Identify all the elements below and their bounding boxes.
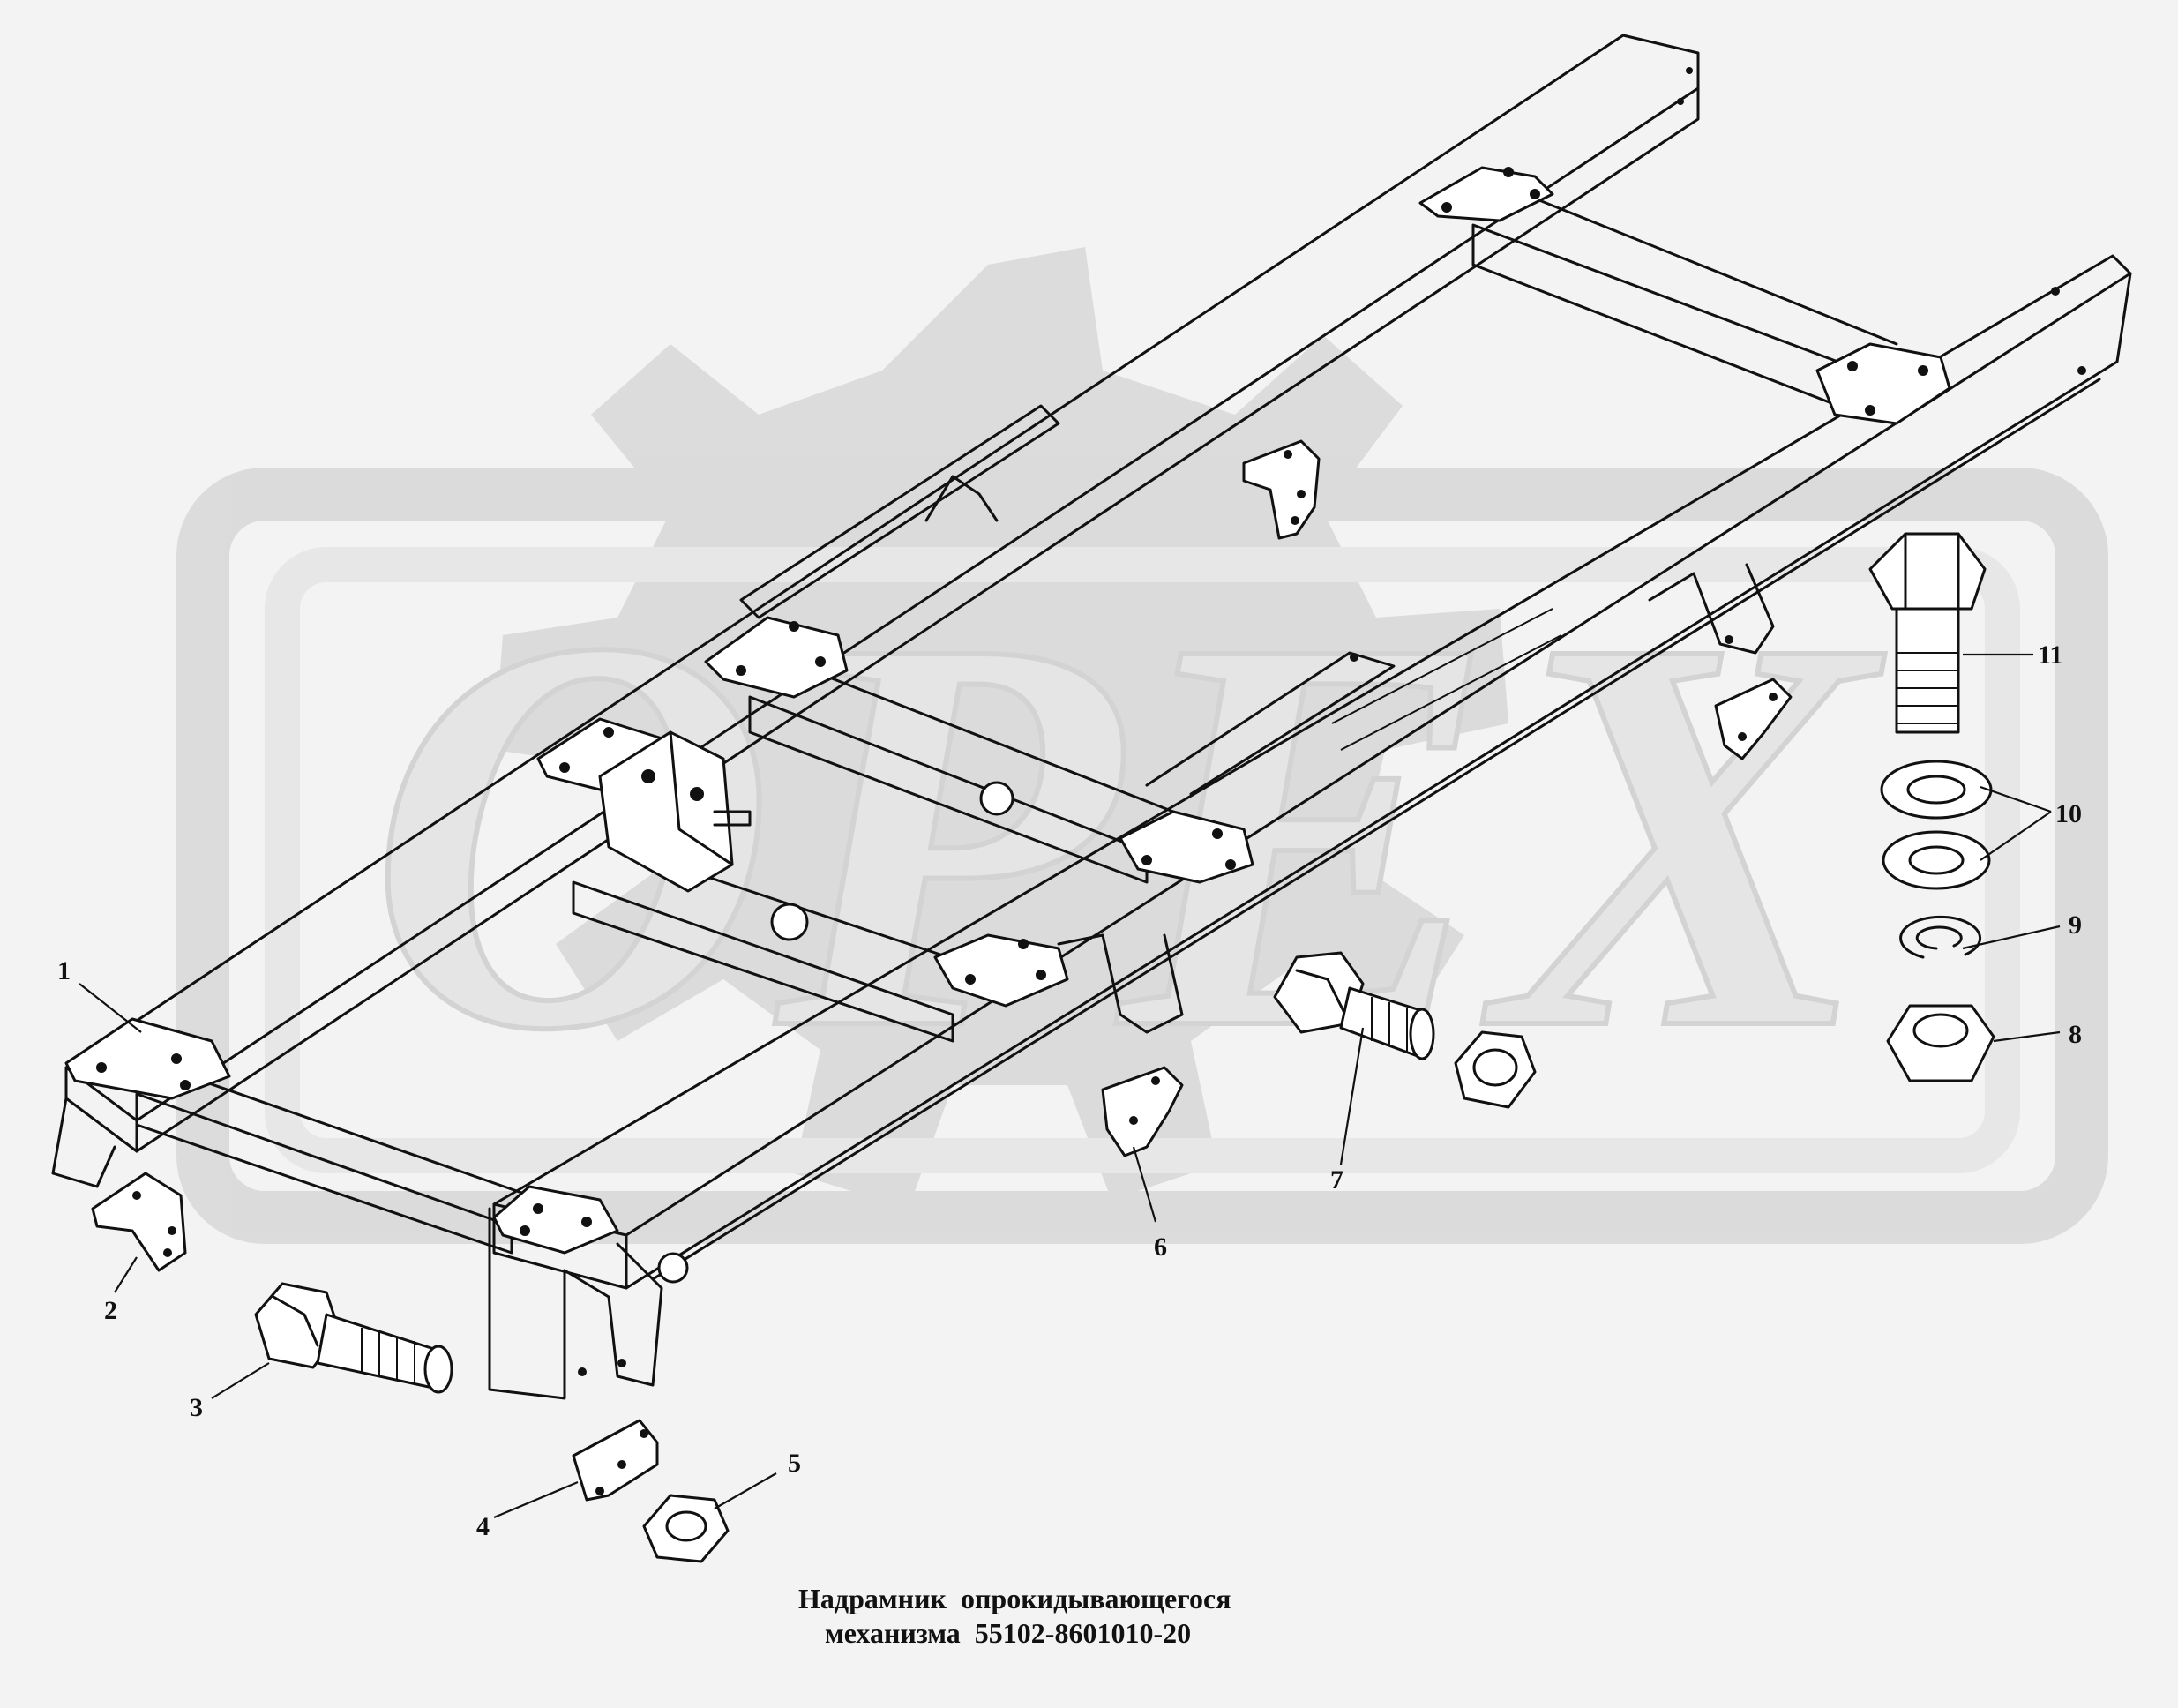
- callout-11: 11: [2038, 640, 2062, 670]
- gusset-plate-mid-1: [704, 616, 849, 699]
- part-washers-10: [1880, 760, 1993, 890]
- hinge-bracket: [598, 730, 1014, 941]
- part-nut-5: [642, 1494, 730, 1563]
- callout-1: 1: [57, 956, 71, 985]
- rail-bracket-1: [1057, 933, 1184, 1034]
- leader-9: [1962, 925, 2061, 950]
- leader-lines: [79, 653, 2061, 1519]
- part-bolt-7: [1273, 951, 1435, 1060]
- part-bracket-upper: [1242, 439, 1321, 540]
- left-long-rail: [64, 34, 1700, 1122]
- subframe-assembly: [51, 34, 2132, 1400]
- callout-5: 5: [788, 1449, 801, 1478]
- callout-7: 7: [1330, 1165, 1343, 1195]
- callout-2: 2: [104, 1296, 117, 1325]
- gusset-plate-rear-right: [1815, 342, 1951, 425]
- rail-bracket-3: [488, 1207, 566, 1400]
- middle-cross-member-2: [572, 880, 954, 1043]
- callout-3: 3: [190, 1393, 203, 1422]
- leader-5: [714, 1472, 777, 1509]
- part-bracket-4: [572, 1419, 659, 1502]
- leader-1: [79, 983, 142, 1033]
- part-bracket-right: [1714, 678, 1793, 760]
- rear-cross-member: [1471, 223, 1863, 416]
- callout-4: 4: [476, 1512, 490, 1541]
- part-bolt-11: [1868, 532, 1987, 734]
- part-nut-8: [1886, 1004, 1995, 1082]
- rail-bracket-2: [1648, 563, 1775, 655]
- leader-10: [1980, 785, 2052, 861]
- leader-7: [1339, 1027, 1365, 1165]
- leader-8: [1993, 1030, 2061, 1043]
- part-nut-7: [1454, 1030, 1537, 1109]
- part-bolt-3: [254, 1282, 453, 1394]
- leader-3: [211, 1362, 270, 1399]
- front-cross-member: [135, 1092, 513, 1255]
- callout-9: 9: [2069, 910, 2082, 940]
- gusset-plate-front-right: [492, 1185, 619, 1255]
- callout-6: 6: [1154, 1232, 1167, 1262]
- gusset-plate-front-left: [64, 1017, 231, 1100]
- gusset-plate-mid-3: [933, 933, 1069, 1008]
- part-bracket-6: [1101, 1066, 1184, 1157]
- gusset-plate-mid-2: [1119, 810, 1254, 884]
- leader-2: [114, 1256, 138, 1293]
- part-lock-washer-9: [1899, 915, 1982, 959]
- watermark-logo: OPEX: [176, 247, 2108, 1244]
- middle-cross-member-1: [748, 695, 1149, 884]
- part-bracket-2: [91, 1172, 187, 1272]
- caption-line-2: механизма 55102-8601010-20: [825, 1617, 1191, 1649]
- leader-4: [493, 1480, 579, 1519]
- callout-10: 10: [2055, 799, 2082, 828]
- caption-line-1: Надрамник опрокидывающегося: [798, 1583, 1231, 1614]
- gusset-plate-rear-left: [1418, 166, 1554, 222]
- callout-8: 8: [2069, 1020, 2082, 1049]
- leader-6: [1132, 1146, 1157, 1223]
